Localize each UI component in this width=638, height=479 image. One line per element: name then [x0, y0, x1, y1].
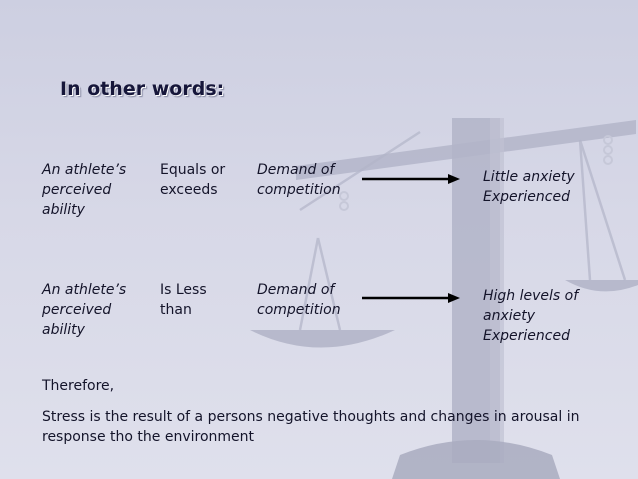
- row2-object-line2: competition: [257, 302, 341, 318]
- row1-arrow-icon: [362, 174, 460, 184]
- row2-subject: An athlete’s perceived ability: [42, 280, 137, 340]
- row2-subject-line3: ability: [42, 322, 85, 338]
- row1-subject-line1: An athlete’s: [42, 162, 127, 178]
- row1-relation: Equals or exceeds: [160, 160, 255, 200]
- slide-title: In other words:: [60, 78, 225, 100]
- row1-result-line2: Experienced: [483, 189, 570, 205]
- row2-arrow-icon: [362, 293, 460, 303]
- row2-relation: Is Less than: [160, 280, 255, 320]
- row1-object-line2: competition: [257, 182, 341, 198]
- row1-subject: An athlete’s perceived ability: [42, 160, 137, 220]
- row1-result: Little anxiety Experienced: [483, 167, 603, 207]
- row2-object-line1: Demand of: [257, 282, 335, 298]
- conclusion-text: Stress is the result of a persons negati…: [42, 407, 622, 447]
- row2-relation-line1: Is Less: [160, 282, 207, 298]
- row1-subject-line2: perceived: [42, 182, 112, 198]
- row2-result-line2: anxiety: [483, 308, 536, 324]
- therefore-text: Therefore,: [42, 378, 115, 394]
- row2-result: High levels of anxiety Experienced: [483, 286, 603, 346]
- row2-object: Demand of competition: [257, 280, 352, 320]
- row2-result-line1: High levels of: [483, 288, 579, 304]
- row1-subject-line3: ability: [42, 202, 85, 218]
- row1-relation-line1: Equals or: [160, 162, 226, 178]
- row2-relation-line2: than: [160, 302, 192, 318]
- row2-subject-line2: perceived: [42, 302, 112, 318]
- row1-object-line1: Demand of: [257, 162, 335, 178]
- row2-result-line3: Experienced: [483, 328, 570, 344]
- conclusion-line1: Stress is the result of a persons negati…: [42, 409, 580, 425]
- conclusion-line2: response tho the environment: [42, 429, 255, 445]
- row1-result-line1: Little anxiety: [483, 169, 575, 185]
- row1-object: Demand of competition: [257, 160, 352, 200]
- row1-relation-line2: exceeds: [160, 182, 218, 198]
- row2-subject-line1: An athlete’s: [42, 282, 127, 298]
